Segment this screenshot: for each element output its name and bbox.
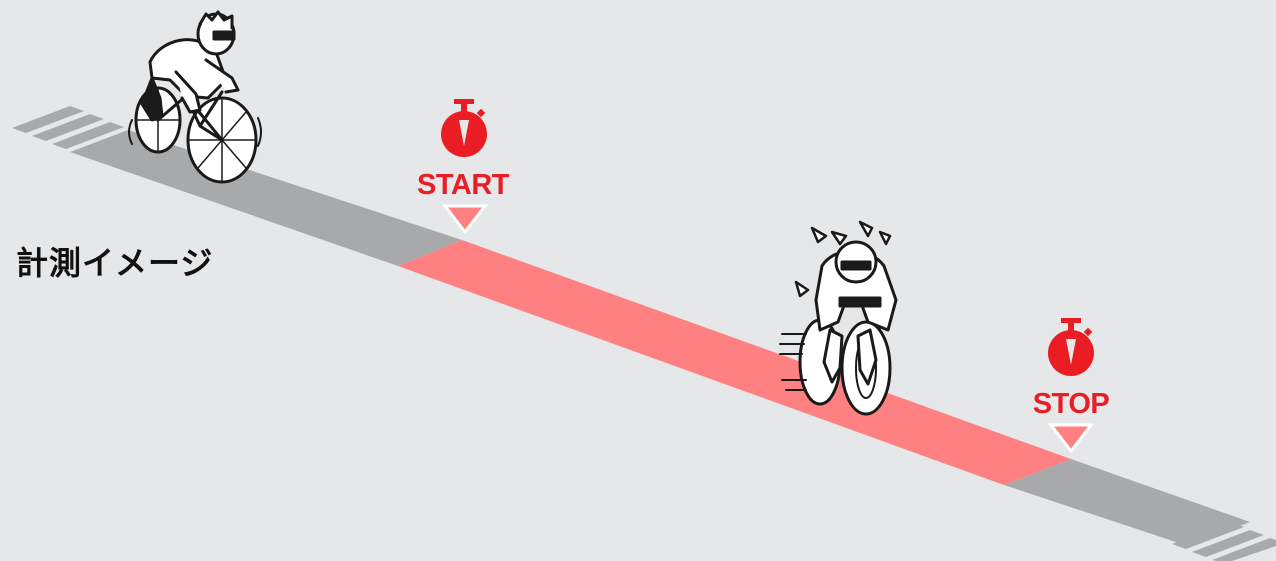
caption-title: 計測イメージ [16, 244, 214, 282]
track-before-start [70, 130, 462, 266]
track-after-stop [1004, 459, 1250, 546]
start-arrow [441, 204, 489, 235]
start-marker: START [417, 99, 510, 235]
start-label: START [417, 169, 510, 201]
stopwatch-icon [441, 99, 487, 157]
stop-arrow [1047, 423, 1095, 454]
measured-section [398, 240, 1071, 485]
cyclist-approaching [128, 10, 262, 184]
stop-label: STOP [1033, 388, 1110, 420]
cyclist-sprinting [779, 220, 898, 416]
stop-marker: STOP [1033, 318, 1110, 454]
track-start-dashes [12, 106, 124, 149]
track-end-dashes [1172, 522, 1276, 561]
stopwatch-icon [1048, 318, 1094, 376]
